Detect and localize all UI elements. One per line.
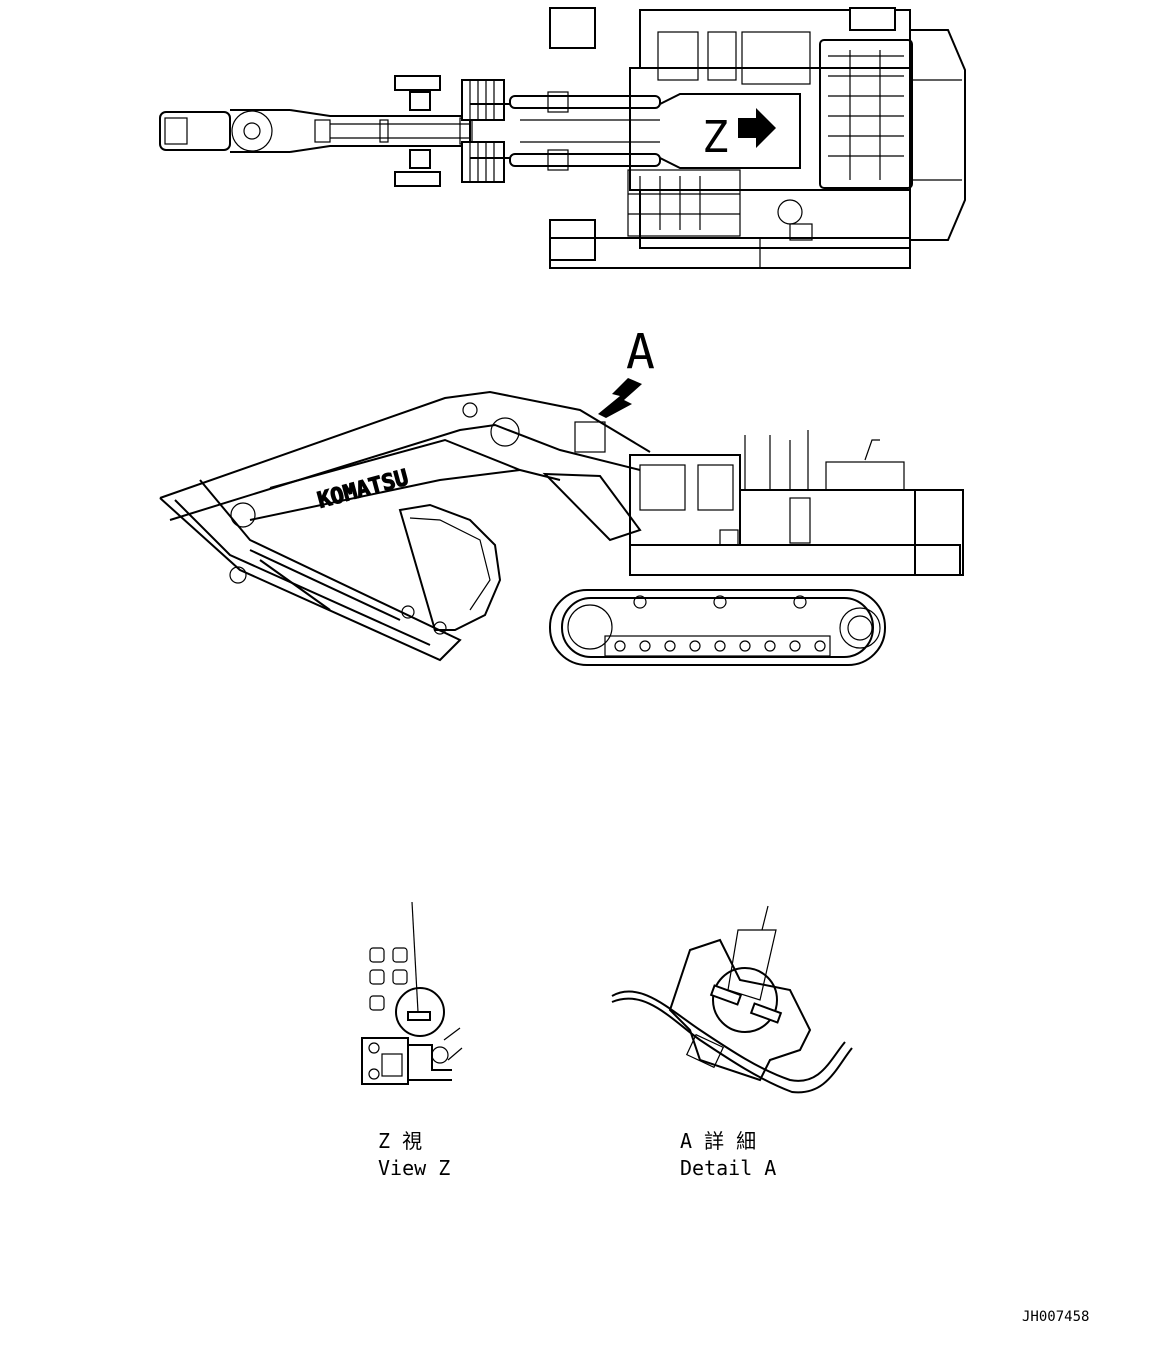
detail-a-leader-line <box>761 905 769 931</box>
side-view-boom <box>159 390 651 542</box>
detail-a-view: A 詳 細 Detail A <box>611 905 853 1180</box>
view-z-caption-jp: Z 視 <box>378 1129 422 1153</box>
detail-a-caption-en: Detail A <box>680 1156 776 1180</box>
top-view-boom <box>470 91 801 171</box>
view-z-label-plate <box>407 1011 431 1021</box>
side-view-arm <box>159 479 462 662</box>
detail-a-label-plate-left <box>709 984 743 1006</box>
side-view-upper-structure <box>629 430 964 576</box>
boom-logo: KOMATSU <box>315 466 411 514</box>
detail-a-label-plate-right <box>749 1002 783 1024</box>
detail-direction-arrow <box>598 378 642 418</box>
top-view-bucket-linkage <box>394 75 505 187</box>
top-view-tracks <box>549 7 911 269</box>
view-z-detail: Z 視 View Z <box>361 901 463 1180</box>
detail-a-caption-jp: A 詳 細 <box>680 1129 756 1153</box>
top-view-arm <box>159 109 473 153</box>
side-view-undercarriage <box>549 589 886 666</box>
view-direction-arrow <box>738 108 776 148</box>
view-z-caption-en: View Z <box>378 1156 450 1180</box>
view-z-leader-line <box>411 901 419 1013</box>
side-view-drawing: A KOMATSU <box>159 324 964 666</box>
side-view-marker-a: A <box>626 324 655 380</box>
drawing-number: JH007458 <box>1022 1309 1089 1325</box>
top-view-marker-z: Z <box>702 112 729 163</box>
top-view-upper-structure <box>627 9 966 249</box>
side-view-bucket <box>398 503 502 635</box>
top-view-drawing: Z <box>159 7 966 269</box>
